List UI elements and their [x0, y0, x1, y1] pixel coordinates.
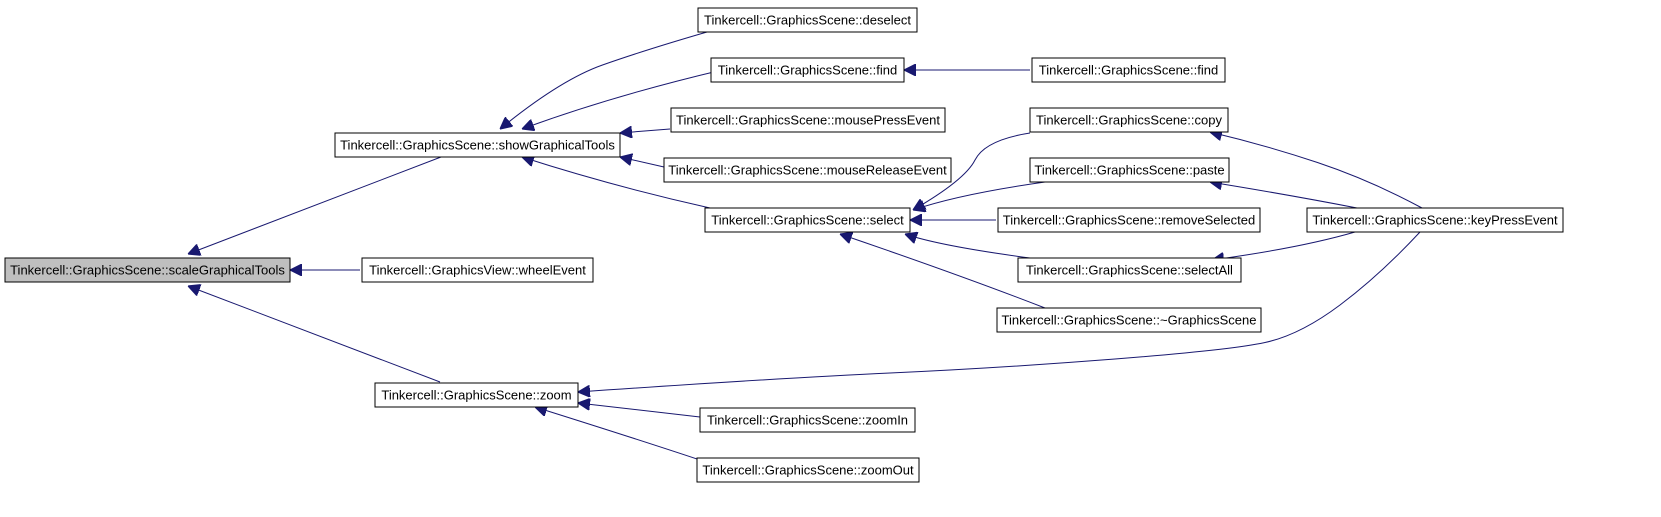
node-select[interactable]: Tinkercell::GraphicsScene::select — [704, 207, 911, 233]
edge-showGraphicalTools-to-scaleGraphicalTools — [188, 156, 442, 254]
node-label: Tinkercell::GraphicsScene::scaleGraphica… — [10, 263, 285, 278]
node-box — [699, 407, 916, 433]
node-label: Tinkercell::GraphicsScene::deselect — [704, 13, 911, 28]
edge-mouseReleaseEvent-to-showGraphicalTools — [620, 157, 665, 168]
node-label: Tinkercell::GraphicsScene::zoomOut — [702, 463, 914, 478]
node-box — [361, 257, 594, 283]
node-find1[interactable]: Tinkercell::GraphicsScene::find — [710, 57, 905, 83]
node-label: Tinkercell::GraphicsScene::find — [718, 63, 897, 78]
node-removeSelected[interactable]: Tinkercell::GraphicsScene::removeSelecte… — [997, 207, 1261, 233]
node-label: Tinkercell::GraphicsScene::keyPressEvent — [1312, 213, 1558, 228]
node-box — [710, 57, 905, 83]
edge-deselect-to-showGraphicalTools — [500, 31, 708, 129]
edge-paste-to-select — [913, 181, 1046, 210]
edge-select-to-showGraphicalTools — [522, 157, 711, 209]
node-label: Tinkercell::GraphicsScene::removeSelecte… — [1003, 213, 1255, 228]
node-label: Tinkercell::GraphicsScene::zoom — [381, 388, 571, 403]
node-wheelEvent[interactable]: Tinkercell::GraphicsView::wheelEvent — [361, 257, 594, 283]
node-label: Tinkercell::GraphicsScene::showGraphical… — [340, 138, 615, 153]
node-mousePressEvent[interactable]: Tinkercell::GraphicsScene::mousePressEve… — [670, 107, 946, 133]
node-label: Tinkercell::GraphicsScene::paste — [1034, 163, 1224, 178]
node-box — [1029, 107, 1229, 133]
edge-zoom-to-scaleGraphicalTools — [188, 286, 441, 383]
edge-keyPressEvent-to-zoom — [578, 231, 1421, 392]
node-label: Tinkercell::GraphicsScene::~GraphicsScen… — [1002, 313, 1257, 328]
node-label: Tinkercell::GraphicsScene::mouseReleaseE… — [668, 163, 947, 178]
node-box — [1017, 257, 1242, 283]
node-box — [704, 207, 911, 233]
node-label: Tinkercell::GraphicsScene::selectAll — [1026, 263, 1233, 278]
node-scaleGraphicalTools[interactable]: Tinkercell::GraphicsScene::scaleGraphica… — [4, 257, 291, 283]
node-mouseReleaseEvent[interactable]: Tinkercell::GraphicsScene::mouseReleaseE… — [663, 157, 952, 183]
node-label: Tinkercell::GraphicsView::wheelEvent — [369, 263, 586, 278]
edge-dtor-to-select — [840, 234, 1046, 309]
node-zoomIn[interactable]: Tinkercell::GraphicsScene::zoomIn — [699, 407, 916, 433]
node-box — [334, 132, 621, 158]
node-box — [374, 382, 579, 408]
edge-find1-to-showGraphicalTools — [522, 69, 723, 129]
node-dtor[interactable]: Tinkercell::GraphicsScene::~GraphicsScen… — [996, 307, 1262, 333]
node-box — [1029, 157, 1230, 183]
node-box — [1031, 57, 1226, 83]
node-label: Tinkercell::GraphicsScene::select — [711, 213, 904, 228]
edge-copy-to-select — [913, 132, 1031, 210]
edge-zoomOut-to-zoom — [535, 407, 701, 461]
node-paste[interactable]: Tinkercell::GraphicsScene::paste — [1029, 157, 1230, 183]
edge-keyPressEvent-to-paste — [1210, 182, 1358, 209]
node-keyPressEvent[interactable]: Tinkercell::GraphicsScene::keyPressEvent — [1306, 207, 1564, 233]
node-box — [670, 107, 946, 133]
node-box — [663, 157, 952, 183]
node-zoomOut[interactable]: Tinkercell::GraphicsScene::zoomOut — [696, 457, 920, 483]
node-box — [997, 207, 1261, 233]
edge-keyPressEvent-to-copy — [1210, 132, 1423, 209]
node-selectAll[interactable]: Tinkercell::GraphicsScene::selectAll — [1017, 257, 1242, 283]
node-zoom[interactable]: Tinkercell::GraphicsScene::zoom — [374, 382, 579, 408]
node-box — [996, 307, 1262, 333]
node-label: Tinkercell::GraphicsScene::copy — [1036, 113, 1222, 128]
nodes-layer: Tinkercell::GraphicsScene::scaleGraphica… — [4, 7, 1564, 483]
edge-selectAll-to-select — [905, 234, 1031, 259]
node-box — [696, 457, 920, 483]
node-find2[interactable]: Tinkercell::GraphicsScene::find — [1031, 57, 1226, 83]
node-box — [4, 257, 291, 283]
edges-layer — [188, 31, 1423, 461]
node-copy[interactable]: Tinkercell::GraphicsScene::copy — [1029, 107, 1229, 133]
edge-zoomIn-to-zoom — [578, 403, 701, 418]
node-showGraphicalTools[interactable]: Tinkercell::GraphicsScene::showGraphical… — [334, 132, 621, 158]
edge-mousePressEvent-to-showGraphicalTools — [620, 129, 671, 133]
node-deselect[interactable]: Tinkercell::GraphicsScene::deselect — [697, 7, 918, 33]
node-label: Tinkercell::GraphicsScene::find — [1039, 63, 1218, 78]
node-box — [1306, 207, 1564, 233]
node-box — [697, 7, 918, 33]
node-label: Tinkercell::GraphicsScene::zoomIn — [707, 413, 908, 428]
node-label: Tinkercell::GraphicsScene::mousePressEve… — [676, 113, 940, 128]
edge-keyPressEvent-to-selectAll — [1212, 231, 1356, 260]
